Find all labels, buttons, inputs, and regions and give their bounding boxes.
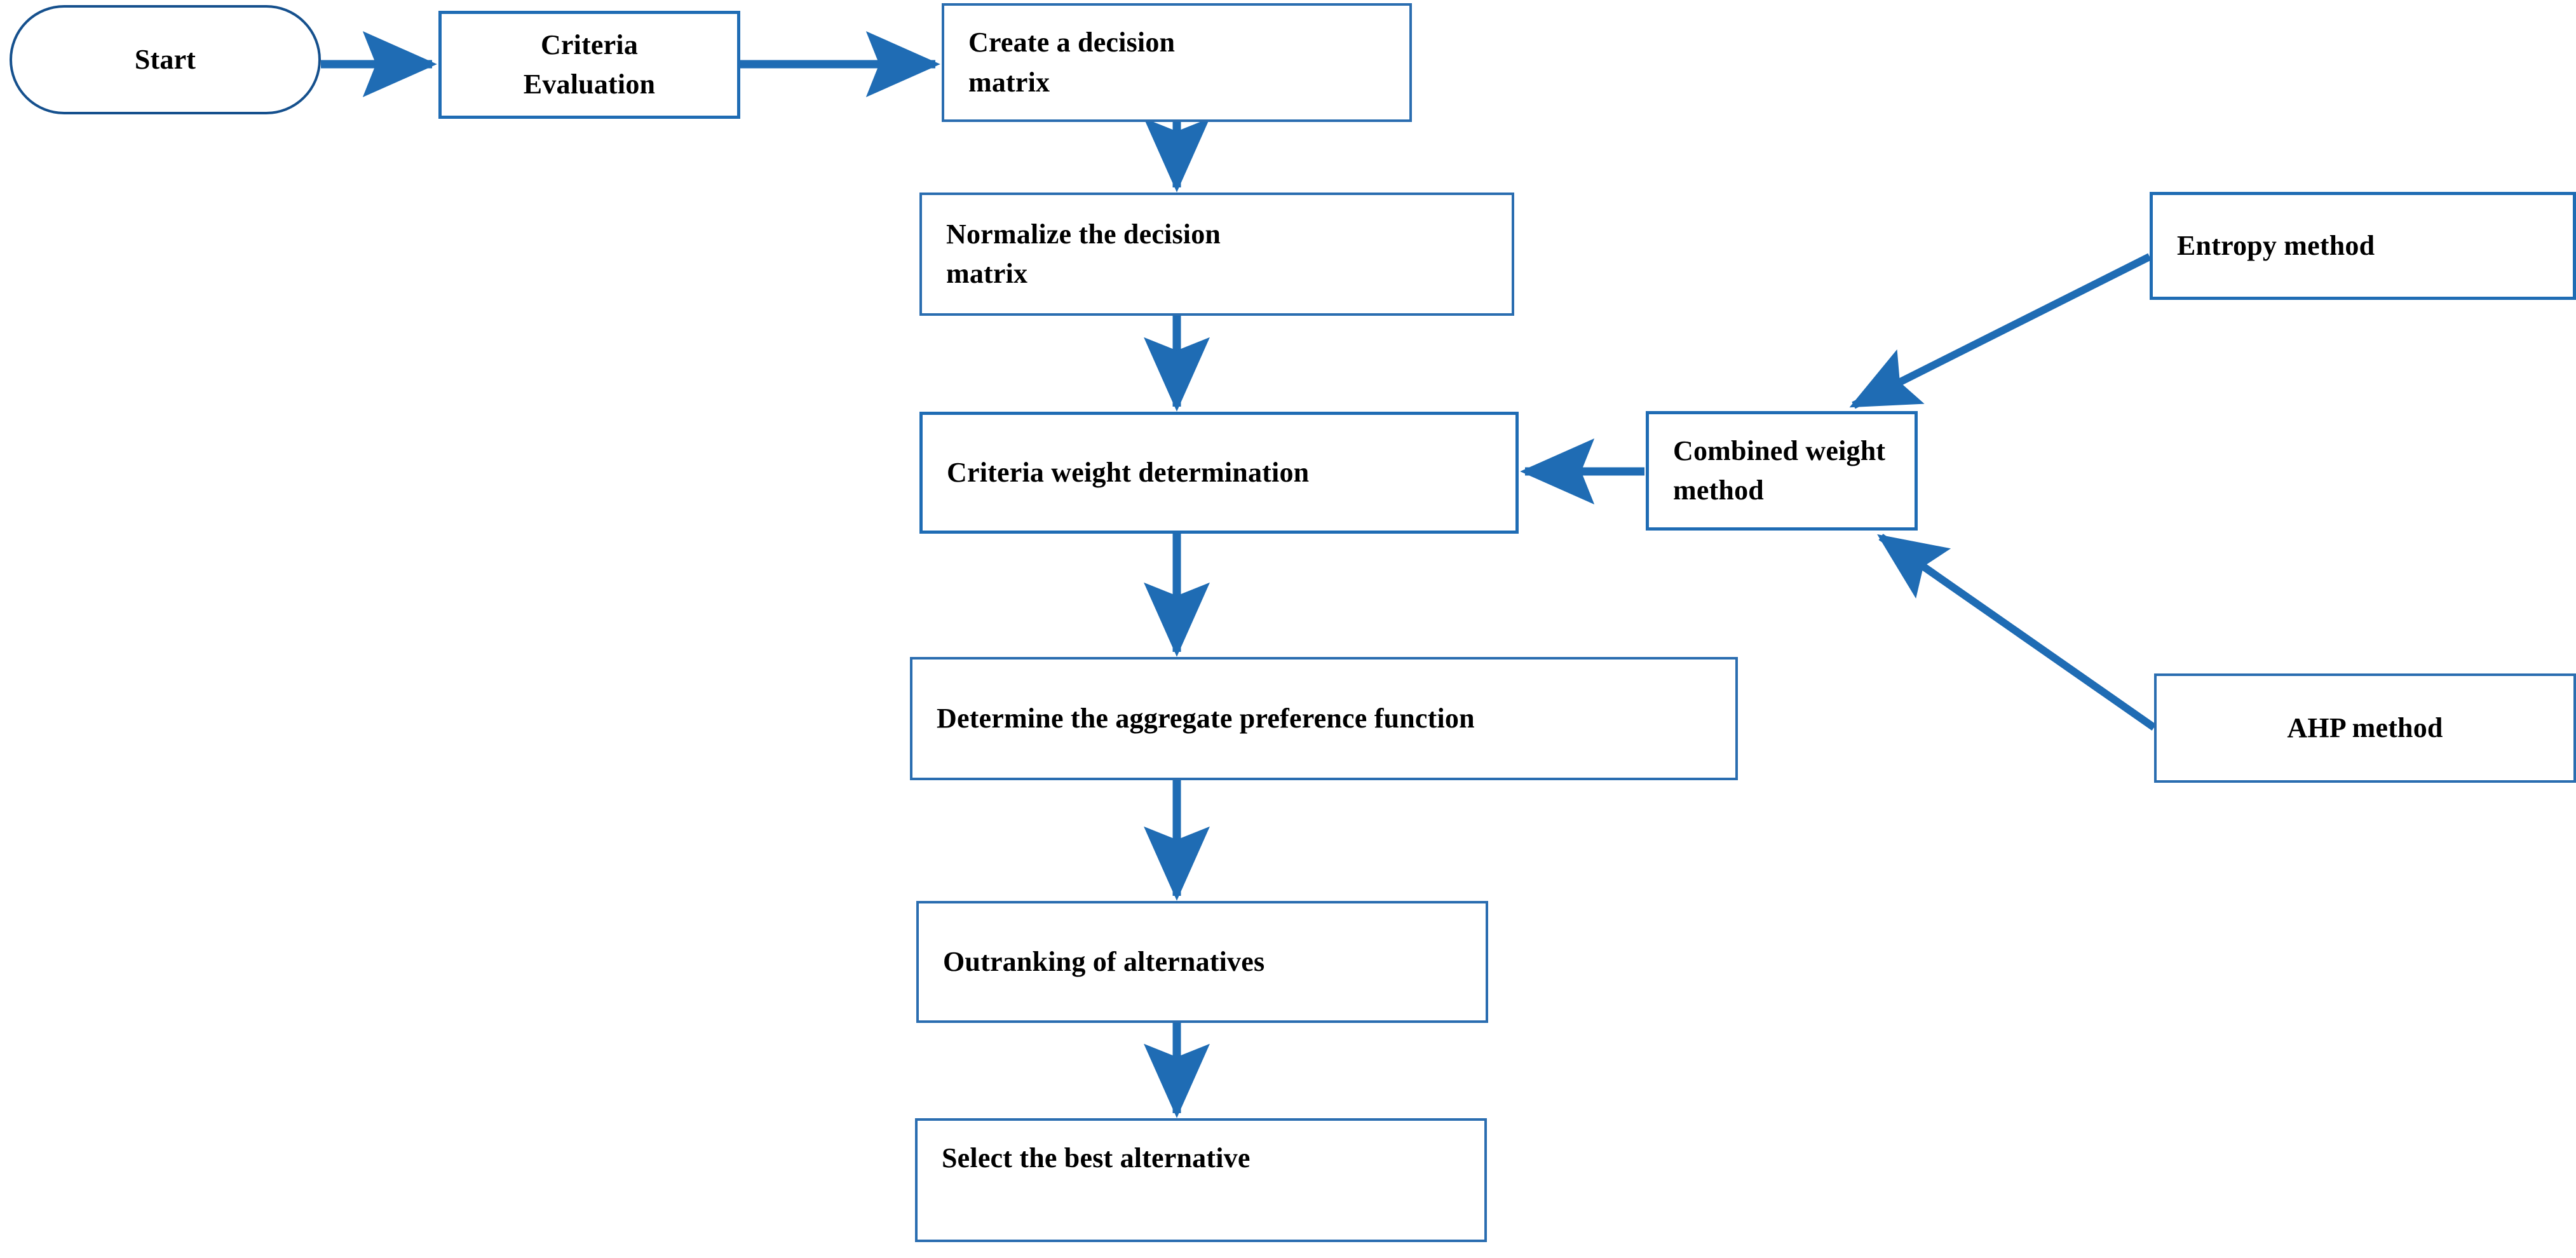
edge-ahp-to-combined (1877, 534, 2157, 731)
node-criteria-weight-determination-label: Criteria weight determination (947, 456, 1310, 488)
node-entropy-method-label: Entropy method (2177, 229, 2375, 261)
node-start-label: Start (134, 43, 196, 75)
node-criteria-weight-determination[interactable]: Criteria weight determination (919, 412, 1519, 534)
node-ahp-method[interactable]: AHP method (2154, 673, 2576, 783)
node-select-best-alternative[interactable]: Select the best alternative (915, 1118, 1487, 1242)
node-determine-aggregate-preference-function-label: Determine the aggregate preference funct… (937, 702, 1475, 734)
edge-entropy-to-combined (1849, 253, 2152, 409)
node-determine-aggregate-preference-function[interactable]: Determine the aggregate preference funct… (910, 657, 1738, 780)
node-outranking-of-alternatives-label: Outranking of alternatives (943, 945, 1265, 977)
node-ahp-method-label: AHP method (2287, 712, 2443, 743)
node-start[interactable]: Start (10, 5, 321, 114)
node-select-best-alternative-label: Select the best alternative (942, 1142, 1251, 1173)
node-outranking-of-alternatives[interactable]: Outranking of alternatives (916, 901, 1488, 1023)
node-entropy-method[interactable]: Entropy method (2150, 192, 2576, 300)
